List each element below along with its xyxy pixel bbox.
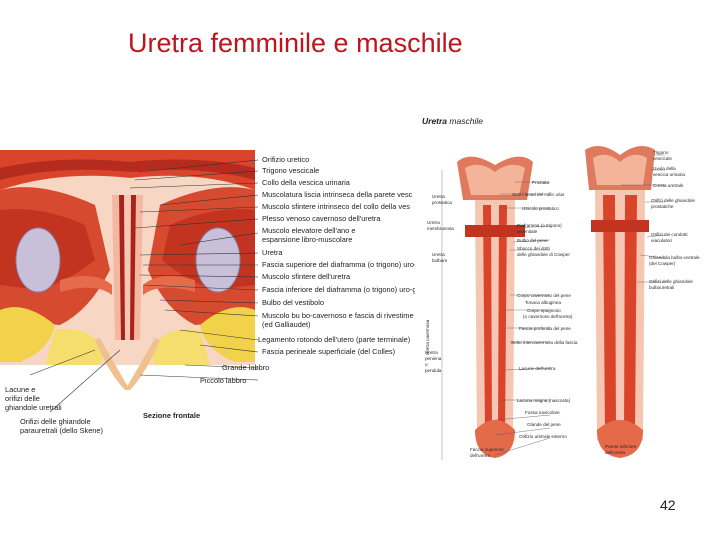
label-bulbouretrali-1: Orifizi delle ghiandole [649,279,693,284]
label-uretra-peniena-2: peniena [425,356,442,361]
label-parete-inferiore-1: Parete inferiore [605,444,637,449]
label-uretra-prostatica-1: Uretra [432,194,445,199]
label-piccolo-labbro: Piccolo labbro [200,376,247,385]
label-cresta-uretrale: Cresta uretrale [653,183,684,188]
label-uretra-membranosa-2: membranosa [427,226,454,231]
male-anatomy-illustration [441,146,666,460]
label-seni-lunati: Seni i lunati del collic ulus [512,192,565,197]
label-bulbo-pene: Bulbo del pene [517,238,548,243]
label-diaframma-1: Diaframma (o trigono) [517,223,562,228]
label-uretra: Uretra [262,248,283,257]
male-urethra-figure: Uretra maschile [415,110,720,475]
label-muscolatura-liscia: Muscolatura liscia intrinseca della pare… [262,190,413,199]
label-grande-labbro: Grande labbro [222,363,270,372]
label-eiaculatori-1: Orifizi dei condotti [651,232,688,237]
label-uretra-prostatica-2: prostatica [432,200,452,205]
label-uretra-peniena-4: pendula [425,368,442,373]
label-ghiandole-prostatiche-2: prostatiche [651,204,674,209]
label-fossa-navicolare: Fossa navicolare [525,410,560,415]
label-glande: Glande del pene [527,422,561,427]
label-sbocco-1: Sbocco dei dotti [517,246,550,251]
label-prostata: Prostata [532,180,550,185]
label-uretra-bulbare-2: bulbare [432,258,448,263]
label-faccia-superiore-1: Faccia superiore [470,447,504,452]
label-bulbo-vestibolo: Bulbo del vestibolo [262,298,325,307]
label-trigono-2: vescicale [653,156,672,161]
label-bulbo-cavernoso: Muscolo bu bo-cavernoso e fascia di rive… [262,311,414,320]
label-orifizio-esterno: Orifizio uretrale esterno [519,434,567,439]
label-lacune-3: ghiandole uretrali [5,403,62,412]
section-label: Sezione frontale [143,411,201,420]
label-lacuna-magna: Lacuna magna (nascosta) [517,398,571,403]
label-trigono-vescicale: Trigono vescicale [262,166,320,175]
label-fascia-superiore: Fascia superiore del diaframma (o trigon… [262,260,420,269]
label-espansione: espansione libro-muscolare [262,235,353,244]
page-number: 42 [660,497,676,513]
label-sfintere-intrinseco: Muscolo sfintere intrinseco del collo de… [262,202,410,211]
label-faccia-superiore-2: dell'uretra [470,453,491,458]
label-utricolo: Utricolo prostatico [522,206,559,211]
label-trigono-1: Trigono [653,150,669,155]
label-skene-1: Orifizi delle ghiandole [20,417,91,426]
label-ghiandole-prostatiche-1: Orifizi delle ghiandole [651,198,695,203]
label-legamento-rotondo: Legamento rotondo dell'utero (parte term… [258,335,411,344]
label-lacune-1: Lacune e [5,385,36,394]
female-urethra-figure: Orifizio uretico Trigono vescicale Collo… [0,150,420,440]
label-lacune-uretra: Lacune dell'uretra [519,366,556,371]
label-bulbouretrali-2: bulbouretrali [649,285,675,290]
male-panel-title: Uretra maschile [422,116,483,126]
label-uretra-membranosa-1: Uretra [427,220,440,225]
label-collo-vescica: Collo della vescica urinaria [262,178,350,187]
label-fascia-profonda: Fascia profonda del pene [519,326,571,331]
label-tonaca: Tonaca albuginea [525,300,562,305]
label-uvula-2: vescica urinaria [653,172,685,177]
label-fascia-perineale: Fascia perineale superficiale (del Colle… [262,347,396,356]
label-plesso-venoso: Plesso venoso cavernoso dell'uretra [262,214,381,223]
label-diaframma-2: uroenitale [517,229,538,234]
label-elevatore-ano: Muscolo elevatore dell'ano e [262,226,356,235]
label-skene-2: parauretrali (dello Skene) [20,426,103,435]
label-fascia-inferiore: Fascia inferiore del diaframma (o trigon… [262,285,420,294]
label-uretra-peniena-3: o [425,362,428,367]
label-sfintere-uretra: Muscolo sfintere dell'uretra [262,272,351,281]
label-corpo-cavernoso: Corpo cavernoso del pene [517,293,571,298]
label-corpo-spugnoso-1: Corpo spugnoso [527,308,561,313]
label-uretra-peniena-1: Uretra [425,350,438,355]
slide-title: Uretra femminile e maschile [128,28,463,58]
female-anatomy-illustration [0,150,259,413]
label-sbocco-2: delle ghiandole di Cowper [517,252,570,257]
label-uretra-bulbare-1: Uretra [432,252,445,257]
label-galliaudet: (ed Galliaudet) [262,320,311,329]
label-setto: Setto intercavernoso della fascia [511,340,578,345]
label-cowper-2: (del Cowper) [649,261,676,266]
label-uvula-1: Uvula della [653,166,676,171]
label-orifizio-uretico: Orifizio uretico [262,155,310,164]
label-corpo-spugnoso-2: (o cavernoso dell'uretra) [523,314,573,319]
label-cowper-1: Ghiandola bulbo-uretrale [649,255,700,260]
label-lacune-2: orifizi delle [5,394,40,403]
label-eiaculatori-2: eiaculatori [651,238,672,243]
label-parete-inferiore-2: dell'uretra [605,450,626,455]
